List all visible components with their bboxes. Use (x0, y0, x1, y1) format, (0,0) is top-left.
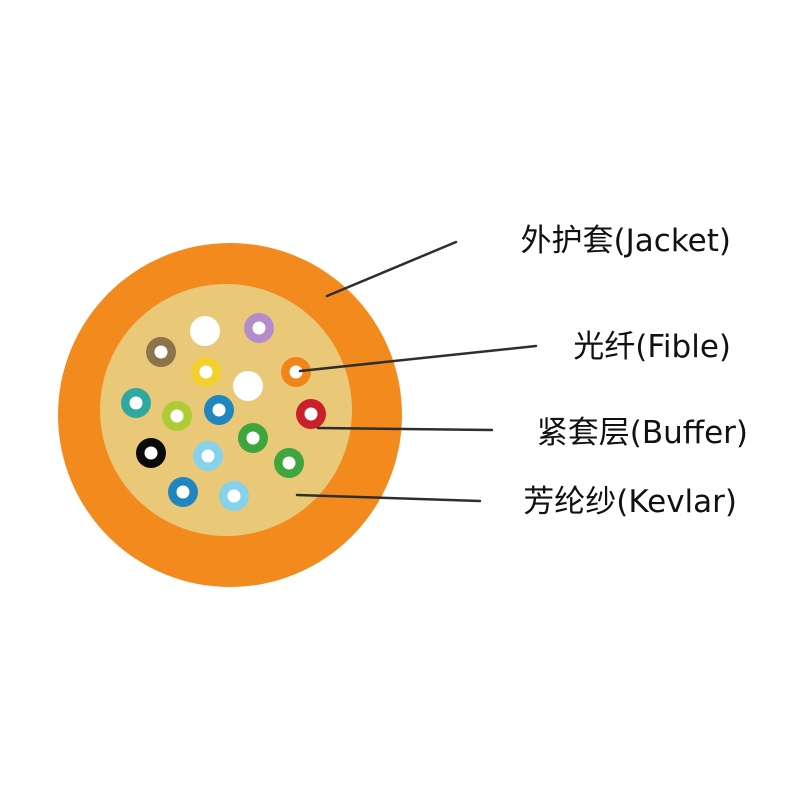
fiber-core-blue-2 (176, 485, 190, 499)
fiber-core-green-1 (246, 431, 260, 445)
fiber-core-brown (154, 345, 168, 359)
leader-line-buffer (316, 426, 494, 432)
label-kevlar: 芳纶纱(Kevlar) (523, 484, 737, 520)
fiber-core-white-2 (241, 379, 255, 393)
fiber-core-white-1 (198, 324, 212, 338)
label-jacket: 外护套(Jacket) (521, 223, 731, 259)
label-fiber: 光纤(Fible) (573, 329, 731, 365)
fiber-core-blue-1 (212, 403, 226, 417)
fiber-core-purple (252, 321, 266, 335)
fiber-core-teal (129, 396, 143, 410)
label-buffer: 紧套层(Buffer) (537, 415, 748, 451)
leader-line-kevlar (295, 493, 482, 503)
fiber-core-aqua-2 (227, 489, 241, 503)
fiber-core-orange (289, 365, 303, 379)
leader-line-jacket (325, 240, 458, 298)
fiber-core-black (144, 446, 158, 460)
fiber-core-yellow (199, 365, 213, 379)
fiber-core-lime (170, 409, 184, 423)
fiber-core-red (304, 407, 318, 421)
leader-line-fiber (298, 344, 538, 373)
fiber-core-aqua-1 (201, 449, 215, 463)
fiber-core-green-2 (282, 456, 296, 470)
